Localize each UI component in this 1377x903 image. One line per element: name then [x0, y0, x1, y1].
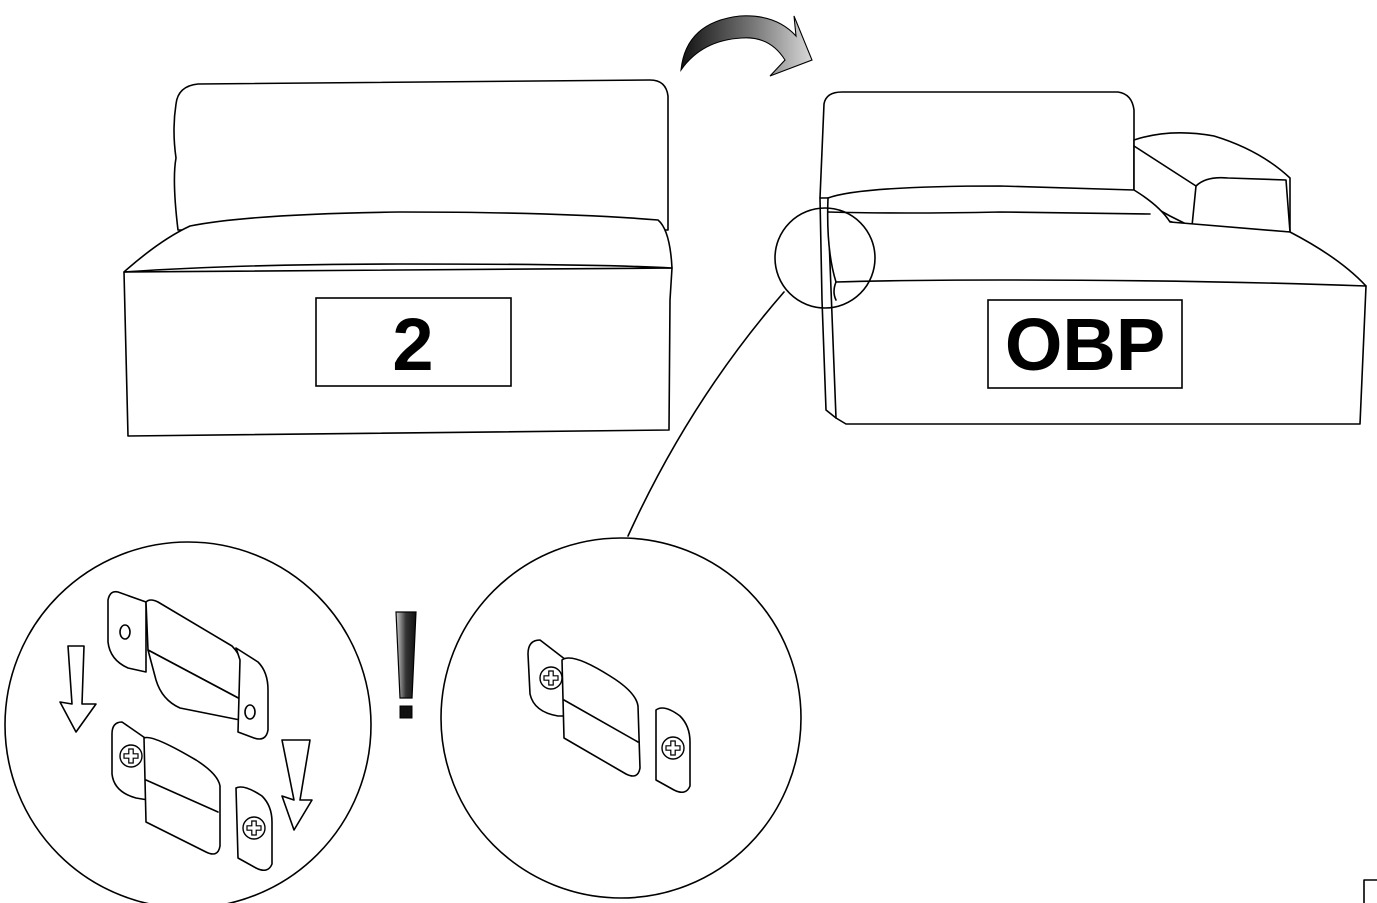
module-label-box — [315, 297, 512, 387]
detail-circle-bracket-assembly — [4, 541, 372, 903]
rotate-arrow-icon — [680, 15, 813, 77]
down-arrow-icon — [59, 645, 97, 733]
upper-bracket — [107, 590, 269, 740]
lower-bracket — [111, 721, 273, 872]
detail-callout — [627, 207, 876, 537]
screw-icon — [119, 744, 143, 768]
down-arrow-icon — [281, 739, 313, 831]
screw-icon — [242, 816, 266, 840]
screw-icon — [539, 666, 563, 690]
detail-circle-bracket-installed — [440, 537, 802, 899]
sofa-module-obp: OBP — [819, 91, 1367, 425]
exclamation-icon — [395, 611, 417, 719]
module-label-2: 2 — [392, 303, 433, 386]
screw-icon — [661, 736, 685, 760]
corner-mark — [1363, 879, 1377, 903]
module-label-obp: OBP — [1005, 303, 1165, 386]
sofa-module-2: 2 — [123, 79, 673, 437]
module-label-box-obp — [987, 299, 1183, 389]
